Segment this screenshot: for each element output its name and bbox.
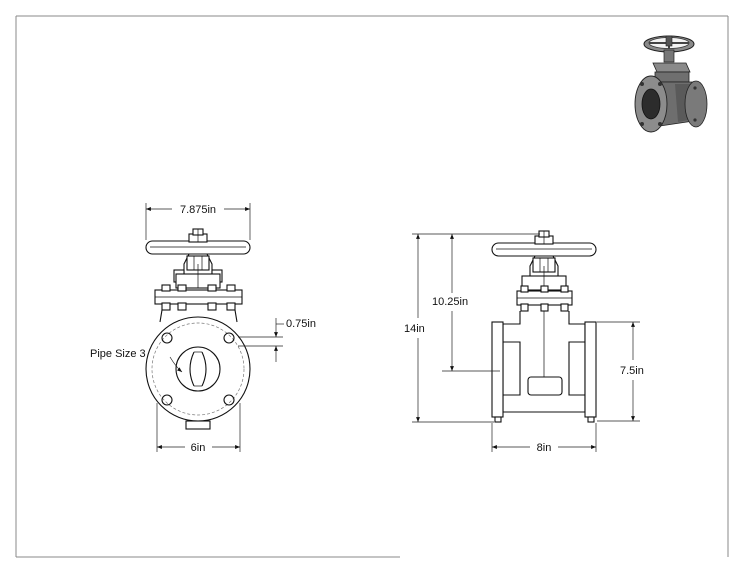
- pipe-size-callout: Pipe Size 3: [90, 348, 183, 373]
- bolt-spacing-label: 6in: [191, 442, 206, 454]
- front-width-label: 7.875in: [180, 204, 216, 216]
- face-to-face-label: 8in: [537, 442, 552, 454]
- side-left-flange: [491, 321, 504, 418]
- center-height-dimension: 10.25in: [432, 234, 500, 372]
- front-width-dimension: 7.875in: [145, 203, 251, 240]
- total-height-label: 14in: [404, 323, 425, 335]
- front-view: [145, 228, 251, 430]
- flange-diameter-dimension: 7.5in: [597, 321, 644, 422]
- face-to-face-dimension: 8in: [491, 423, 597, 454]
- front-handwheel: [145, 240, 251, 255]
- pipe-size-label: Pipe Size 3: [90, 348, 146, 360]
- front-bore: [175, 346, 221, 392]
- bolt-spacing-dimension: 6in: [156, 403, 241, 454]
- flange-diameter-label: 7.5in: [620, 365, 644, 377]
- total-height-dimension: 14in: [404, 233, 540, 423]
- flange-thickness-label: 0.75in: [286, 318, 316, 330]
- flange-thickness-dimension: 0.75in: [238, 318, 316, 362]
- center-height-label: 10.25in: [432, 296, 468, 308]
- side-handwheel: [491, 242, 597, 257]
- sheet-border: [15, 15, 729, 558]
- side-right-flange: [584, 321, 597, 418]
- side-view: [491, 230, 597, 423]
- gate-valve-isometric-icon: [634, 35, 708, 133]
